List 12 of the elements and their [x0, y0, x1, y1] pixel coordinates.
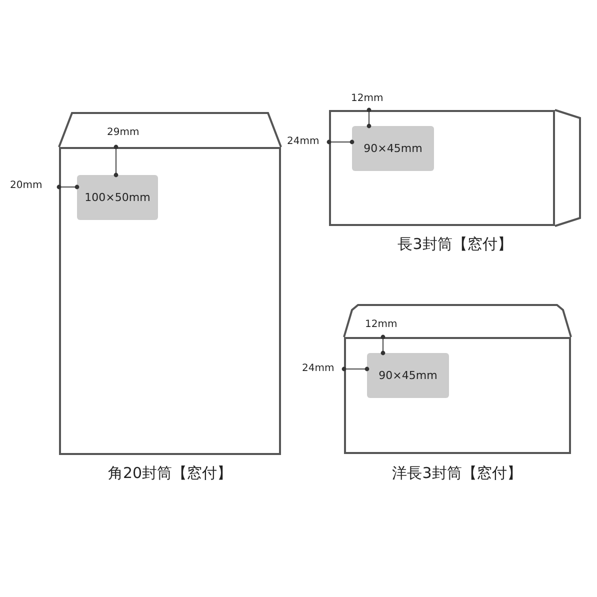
dimension-label: 24mm [287, 136, 320, 147]
address-window: 90×45mm [352, 126, 434, 171]
dimension-label: 24mm [302, 363, 334, 374]
envelope-caption: 長3封筒【窓付】 [398, 235, 512, 254]
dimension-label: 12mm [351, 93, 384, 104]
dimension-label: 20mm [10, 180, 42, 191]
envelope-caption: 角20封筒【窓付】 [108, 464, 232, 483]
address-window: 100×50mm [77, 175, 158, 220]
dimension-label: 12mm [365, 319, 398, 330]
envelope-caption: 洋長3封筒【窓付】 [392, 464, 522, 483]
address-window: 90×45mm [367, 353, 449, 398]
dimension-label: 29mm [107, 127, 140, 138]
